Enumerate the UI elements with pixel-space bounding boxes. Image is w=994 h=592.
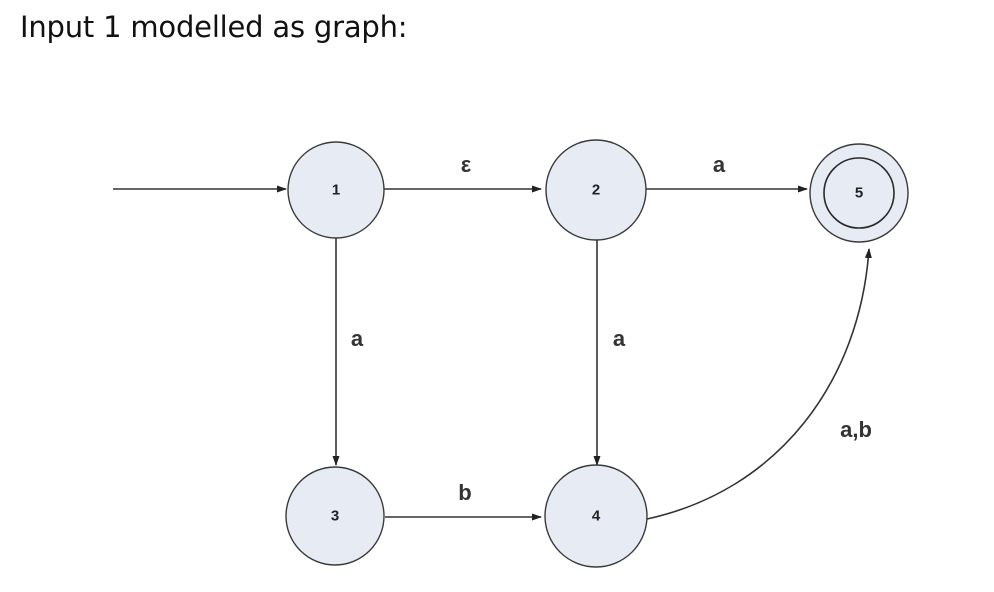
state-node-3: 3 xyxy=(285,466,385,566)
edge-4-5 xyxy=(646,248,872,520)
state-node-2: 2 xyxy=(545,139,647,241)
state-node-5-accepting: 5 xyxy=(809,143,909,243)
edge-label-2-5: a xyxy=(713,152,726,177)
edge-label-4-5: a,b xyxy=(840,417,872,442)
state-node-1: 1 xyxy=(287,141,385,239)
node-label-5: 5 xyxy=(855,185,863,202)
node-label-3: 3 xyxy=(331,508,339,525)
edge-label-1-3: a xyxy=(351,326,364,351)
edge-label-3-4: b xyxy=(458,480,471,505)
node-label-1: 1 xyxy=(332,182,340,199)
edge-label-1-2: ε xyxy=(461,152,472,177)
page-title: Input 1 modelled as graph: xyxy=(20,10,408,44)
node-label-4: 4 xyxy=(592,508,601,525)
edge-label-2-4: a xyxy=(613,326,626,351)
node-label-2: 2 xyxy=(592,182,600,199)
state-node-4: 4 xyxy=(544,464,648,568)
